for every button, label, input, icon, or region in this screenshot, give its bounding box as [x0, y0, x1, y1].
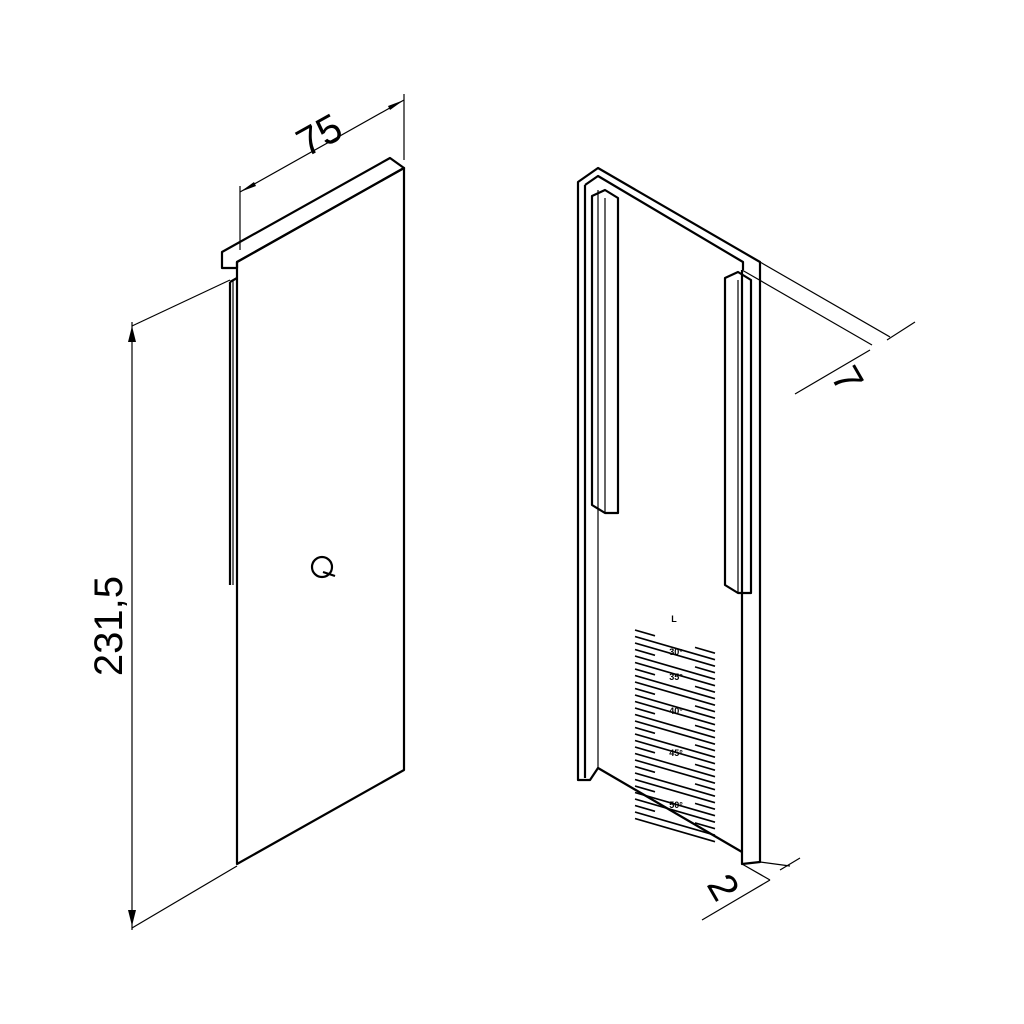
scale-tick	[634, 791, 716, 817]
scale-tick	[634, 707, 656, 715]
scale-tick	[634, 635, 716, 661]
angle-label-30: 30°	[669, 647, 683, 657]
scale-tick	[634, 765, 656, 774]
scale-tick	[634, 785, 656, 793]
scale-tick	[634, 668, 656, 676]
angle-scale	[634, 629, 716, 843]
width-label: 75	[289, 106, 349, 166]
angle-label-35: 35°	[669, 672, 683, 682]
scale-tick	[694, 744, 716, 752]
scale-tick	[694, 666, 716, 674]
scale-tick	[634, 648, 656, 657]
scale-tick	[634, 694, 716, 719]
scale-tick	[634, 700, 716, 726]
dimension-depth: 7	[741, 261, 916, 400]
scale-label: L	[671, 614, 677, 624]
dimension-width: 75	[239, 94, 405, 250]
thickness-label: 2	[698, 867, 747, 908]
scale-tick	[634, 674, 716, 700]
scale-tick	[694, 646, 716, 654]
scale-tick	[694, 802, 716, 810]
dimension-height: 231,5	[87, 279, 238, 930]
scale-tick	[634, 642, 716, 667]
dimension-thickness: 2	[698, 857, 801, 921]
scale-tick	[634, 798, 716, 823]
scale-tick	[634, 739, 716, 765]
scale-tick	[694, 724, 716, 732]
depth-label: 7	[822, 359, 871, 400]
scale-tick	[634, 681, 716, 706]
scale-tick	[634, 811, 716, 836]
scale-tick	[694, 822, 716, 830]
angle-label-40: 40°	[669, 706, 683, 716]
scale-tick	[634, 655, 716, 680]
scale-tick	[634, 778, 716, 804]
scale-tick	[694, 783, 716, 791]
height-label: 231,5	[87, 576, 131, 676]
scale-tick	[634, 752, 716, 778]
scale-tick	[634, 661, 716, 687]
scale-tick	[694, 705, 716, 713]
scale-tick	[634, 687, 656, 696]
scale-tick	[634, 817, 716, 843]
angle-label-50: 50°	[669, 800, 683, 810]
scale-tick	[634, 772, 716, 797]
scale-tick	[694, 685, 716, 693]
scale-tick	[634, 746, 656, 754]
left-panel-front-view	[220, 156, 406, 866]
scale-tick	[634, 804, 656, 813]
scale-tick	[634, 759, 716, 784]
logo-icon	[310, 555, 336, 579]
scale-tick	[634, 720, 716, 745]
right-panel-back-view	[576, 166, 762, 866]
scale-tick	[634, 733, 716, 758]
scale-tick	[634, 629, 656, 637]
scale-tick	[694, 763, 716, 771]
scale-tick	[634, 713, 716, 739]
scale-tick	[634, 726, 656, 735]
angle-label-45: 45°	[669, 748, 683, 758]
